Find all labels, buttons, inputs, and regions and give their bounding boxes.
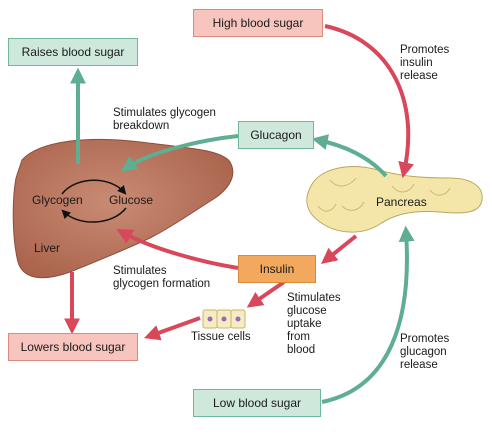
cycle-arrow-top [61,179,127,195]
lowers-blood-sugar-box: Lowers blood sugar [8,333,138,361]
liver-label: Liver [34,241,61,255]
glucagon-box: Glucagon [238,121,314,149]
glycogen-label: Glycogen [32,193,83,207]
arrow-low-to-pancreas [321,225,415,404]
glucose-label: Glucose [109,193,154,207]
arrow-pancreas-to-glucagon [311,134,388,178]
low-blood-sugar-box: Low blood sugar [193,389,321,417]
stimulates-formation-label: Stimulates glycogen formation [113,265,211,290]
tissue-cells-shape [202,309,246,329]
pancreas-label: Pancreas [376,195,427,209]
cycle-arrow-bottom [61,207,127,223]
arrow-pancreas-to-insulin [321,234,358,264]
arrow-cells-to-lowers [143,316,201,341]
promotes-insulin-label: Promotes insulin release [400,44,450,82]
arrow-glucagon-to-liver [120,134,239,172]
liver-shape [12,138,234,279]
high-blood-sugar-box: High blood sugar [193,9,323,37]
raises-blood-sugar-box: Raises blood sugar [8,38,138,66]
stimulates-breakdown-label: Stimulates glycogen breakdown [113,107,216,132]
tissue-cells-label: Tissue cells [191,331,251,343]
promotes-glucagon-label: Promotes glucagon release [400,333,450,371]
arrow-insulin-to-cells [246,280,286,308]
arrow-insulin-to-liver [116,228,239,270]
stimulates-uptake-label: Stimulates glucose uptake from blood [287,292,341,356]
insulin-box: Insulin [238,255,316,283]
arrow-high-to-pancreas [324,24,414,179]
